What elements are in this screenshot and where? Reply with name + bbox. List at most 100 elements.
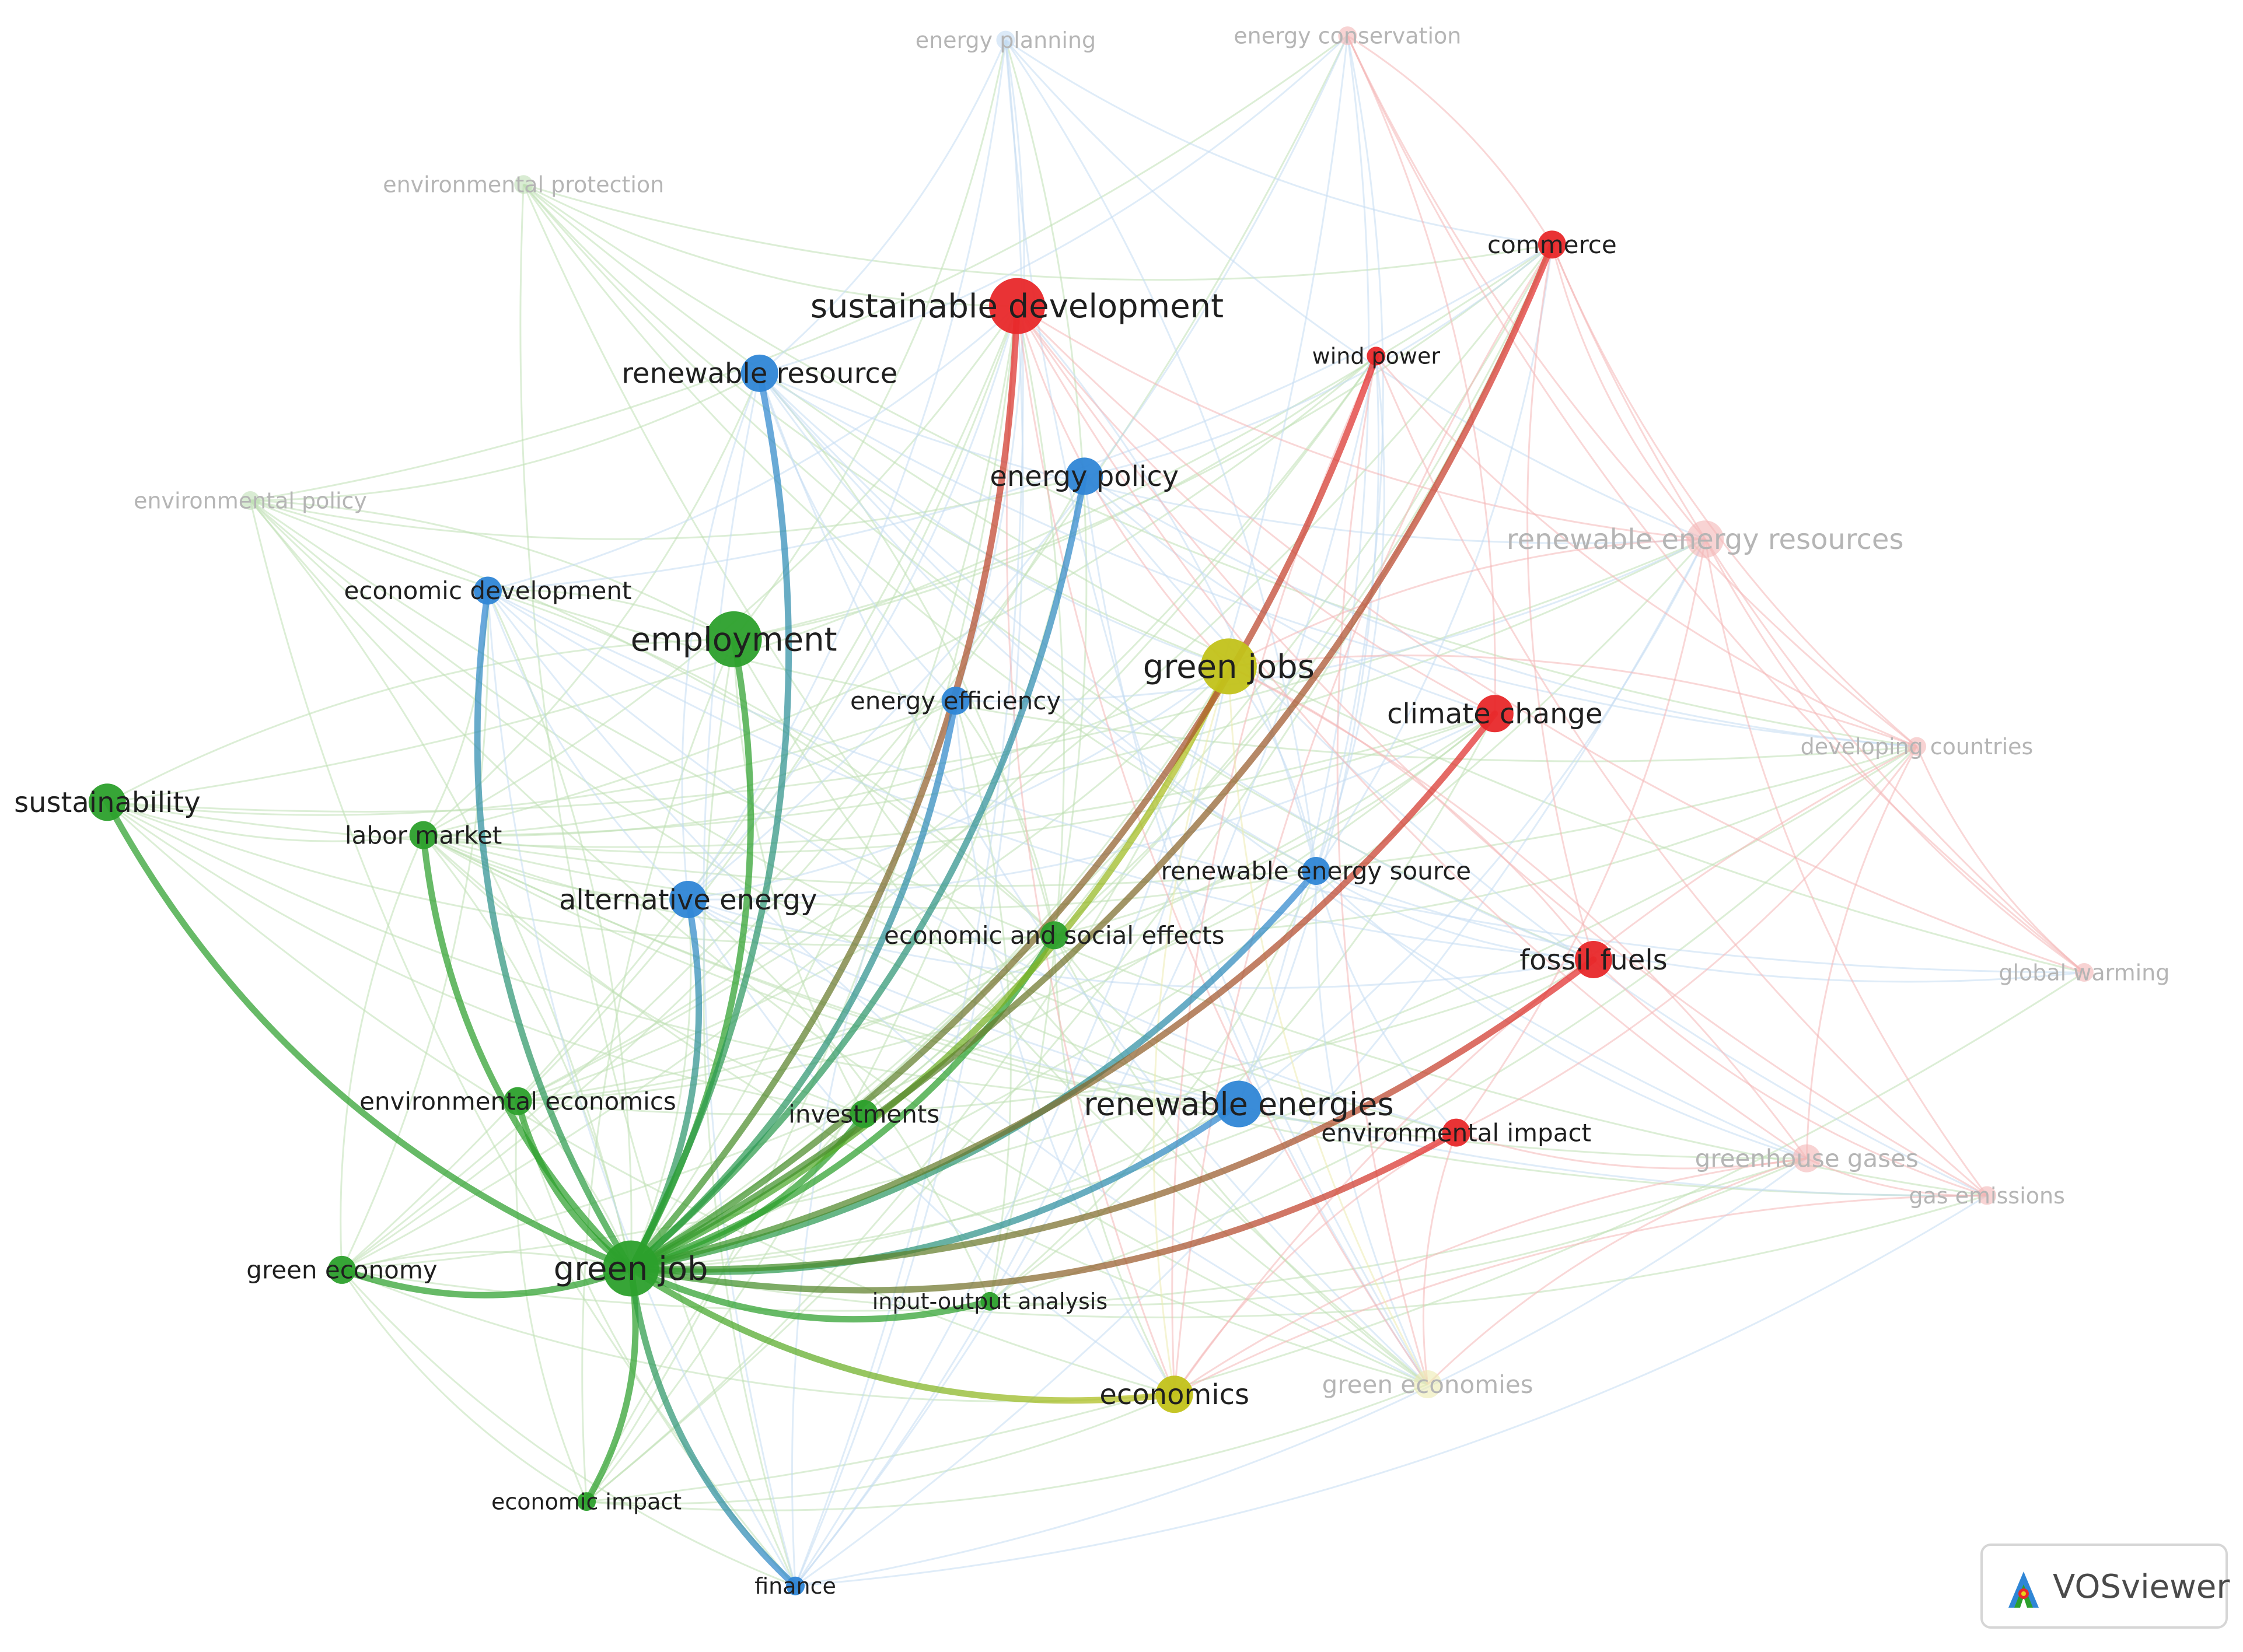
- background-link: [1422, 1132, 1458, 1385]
- node-label-commerce: commerce: [1487, 230, 1617, 259]
- background-link: [687, 306, 1018, 901]
- link-green-job-to-labor-market: [420, 832, 634, 1272]
- background-link: [523, 183, 1553, 281]
- background-link: [1238, 356, 1380, 1105]
- node-green-economy[interactable]: [327, 1255, 356, 1284]
- background-link: [1704, 538, 2085, 974]
- background-link: [1228, 666, 1808, 1159]
- background-link: [794, 306, 1024, 1587]
- background-link: [794, 36, 1348, 1587]
- background-link: [422, 305, 1018, 836]
- background-link: [759, 372, 1229, 667]
- background-link: [515, 1101, 588, 1502]
- background-link: [1704, 538, 1988, 1196]
- node-label-sustainable-development: sustainable development: [810, 288, 1224, 326]
- node-economics[interactable]: [1155, 1376, 1193, 1413]
- node-global-warming[interactable]: [2074, 963, 2094, 982]
- node-sustainable-development[interactable]: [989, 278, 1046, 334]
- link-green-job-to-sustainability: [104, 799, 634, 1272]
- node-employment[interactable]: [705, 611, 762, 667]
- background-link: [523, 183, 1917, 748]
- node-sustainability[interactable]: [88, 783, 126, 821]
- node-environmental-economics[interactable]: [504, 1087, 532, 1115]
- node-commerce[interactable]: [1538, 230, 1566, 259]
- node-environmental-impact[interactable]: [1442, 1118, 1470, 1147]
- background-link: [341, 355, 1377, 1271]
- background-link: [1053, 244, 1553, 936]
- link-green-job-to-energy-efficiency: [627, 697, 959, 1272]
- link-green-job-to-environmental-impact: [627, 1129, 1460, 1294]
- background-link: [1004, 40, 1428, 1385]
- network-nodes: [88, 26, 2094, 1595]
- link-green-job-to-economic-development: [474, 587, 634, 1272]
- node-energy-policy[interactable]: [1065, 457, 1103, 495]
- background-link: [1526, 244, 1595, 960]
- node-environmental-protection[interactable]: [514, 175, 533, 194]
- node-environmental-policy[interactable]: [241, 491, 260, 510]
- node-green-jobs[interactable]: [1200, 638, 1257, 695]
- background-link: [955, 701, 1175, 1395]
- background-links: [106, 35, 2085, 1587]
- node-renewable-resource[interactable]: [740, 354, 778, 392]
- node-label-energy-efficiency: energy efficiency: [850, 687, 1061, 715]
- background-link: [107, 243, 1553, 803]
- background-link: [989, 713, 1496, 1303]
- background-link: [863, 244, 1553, 1115]
- background-link: [759, 372, 1594, 961]
- background-link: [1084, 475, 1917, 748]
- background-link: [795, 1195, 1987, 1587]
- node-energy-planning[interactable]: [996, 30, 1015, 50]
- node-label-climate-change: climate change: [1387, 698, 1603, 730]
- node-greenhouse-gases[interactable]: [1793, 1144, 1821, 1172]
- node-renewable-energies[interactable]: [1215, 1080, 1262, 1128]
- node-green-economies[interactable]: [1413, 1370, 1442, 1399]
- background-link: [733, 40, 1007, 640]
- background-link: [1016, 306, 1229, 667]
- link-green-job-to-finance: [627, 1265, 799, 1590]
- node-developing-countries[interactable]: [1907, 737, 1927, 756]
- node-wind-power[interactable]: [1367, 346, 1386, 366]
- background-link: [422, 373, 761, 836]
- node-label-environmental-protection: environmental protection: [383, 172, 664, 198]
- node-label-renewable-energy-resources: renewable energy resources: [1507, 523, 1904, 556]
- node-finance[interactable]: [786, 1576, 805, 1595]
- background-link: [1053, 935, 1176, 1395]
- background-link: [1551, 244, 2085, 974]
- node-economic-and-social-effects[interactable]: [1040, 921, 1068, 950]
- background-link: [703, 639, 796, 1587]
- background-link: [519, 184, 796, 1587]
- node-climate-change[interactable]: [1476, 695, 1514, 733]
- node-renewable-energy-source[interactable]: [1302, 856, 1330, 885]
- node-label-finance: finance: [754, 1573, 836, 1599]
- node-energy-conservation[interactable]: [1338, 26, 1357, 46]
- background-link: [250, 35, 1348, 502]
- node-input-output-analysis[interactable]: [980, 1292, 1000, 1311]
- node-economic-impact[interactable]: [577, 1492, 596, 1511]
- node-renewable-energy-resources[interactable]: [1686, 520, 1724, 558]
- link-green-job-to-renewable-resource: [627, 370, 792, 1272]
- node-label-economic-impact: economic impact: [491, 1489, 682, 1514]
- background-link: [250, 372, 760, 502]
- node-investments[interactable]: [850, 1100, 878, 1128]
- node-economic-development[interactable]: [473, 576, 502, 605]
- background-link: [341, 35, 1348, 1271]
- background-link: [341, 306, 1018, 1271]
- background-link: [1174, 1195, 1987, 1395]
- background-link: [1173, 1157, 1807, 1395]
- node-fossil-fuels[interactable]: [1574, 940, 1612, 978]
- node-labor-market[interactable]: [409, 821, 438, 849]
- node-label-energy-policy: energy policy: [990, 460, 1179, 493]
- background-link: [1016, 305, 1317, 872]
- node-green-job[interactable]: [603, 1240, 659, 1297]
- background-link: [523, 184, 2085, 974]
- node-label-green-economies: green economies: [1322, 1370, 1533, 1399]
- node-energy-efficiency[interactable]: [941, 687, 970, 715]
- node-alternative-energy[interactable]: [669, 880, 707, 918]
- link-green-job-to-wind-power: [627, 352, 1379, 1272]
- background-link: [1315, 870, 1807, 1160]
- node-gas-emissions[interactable]: [1978, 1186, 1997, 1205]
- background-link: [1005, 39, 1706, 540]
- background-link: [107, 699, 956, 816]
- background-link: [585, 306, 1018, 1502]
